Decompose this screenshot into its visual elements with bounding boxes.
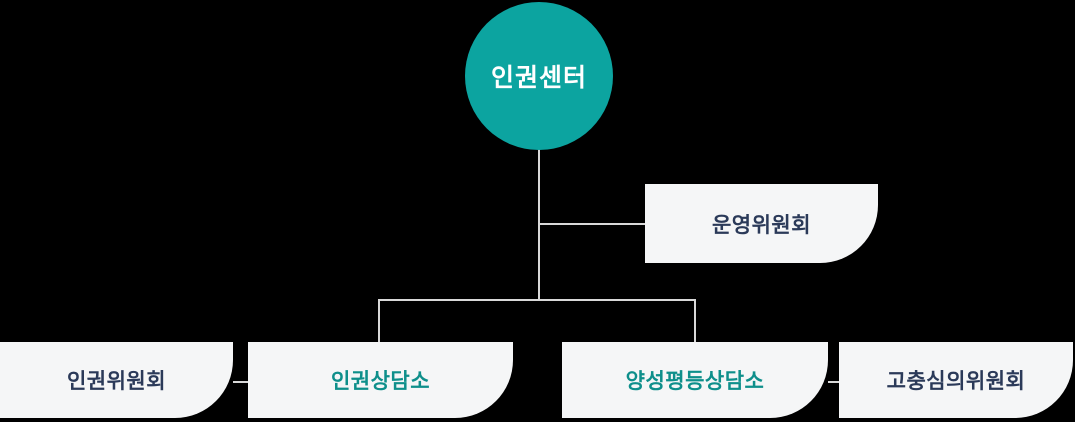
connector-child2-vertical xyxy=(694,299,696,343)
connector-gap-right xyxy=(828,381,839,383)
org-node-gender-equality-counseling: 양성평등상담소 xyxy=(562,342,828,418)
org-root-label: 인권센터 xyxy=(490,64,587,92)
org-node-human-rights-counseling: 인권상담소 xyxy=(248,342,513,418)
org-root-node: 인권센터 xyxy=(465,2,613,150)
connector-children-horizontal xyxy=(378,299,696,301)
org-node-label: 인권상담소 xyxy=(330,370,431,393)
org-node-human-rights-committee: 인권위원회 xyxy=(0,342,233,418)
org-node-label: 운영위원회 xyxy=(711,213,812,237)
org-node-label: 고충심의위원회 xyxy=(886,370,1026,393)
connector-child1-vertical xyxy=(378,299,380,343)
org-node-label: 인권위원회 xyxy=(66,370,167,393)
org-node-steering-committee: 운영위원회 xyxy=(645,184,878,263)
org-node-label: 양성평등상담소 xyxy=(625,370,765,393)
connector-branch-horizontal xyxy=(538,223,646,225)
connector-gap-left xyxy=(233,381,248,383)
org-node-grievance-review-committee: 고충심의위원회 xyxy=(839,342,1073,418)
